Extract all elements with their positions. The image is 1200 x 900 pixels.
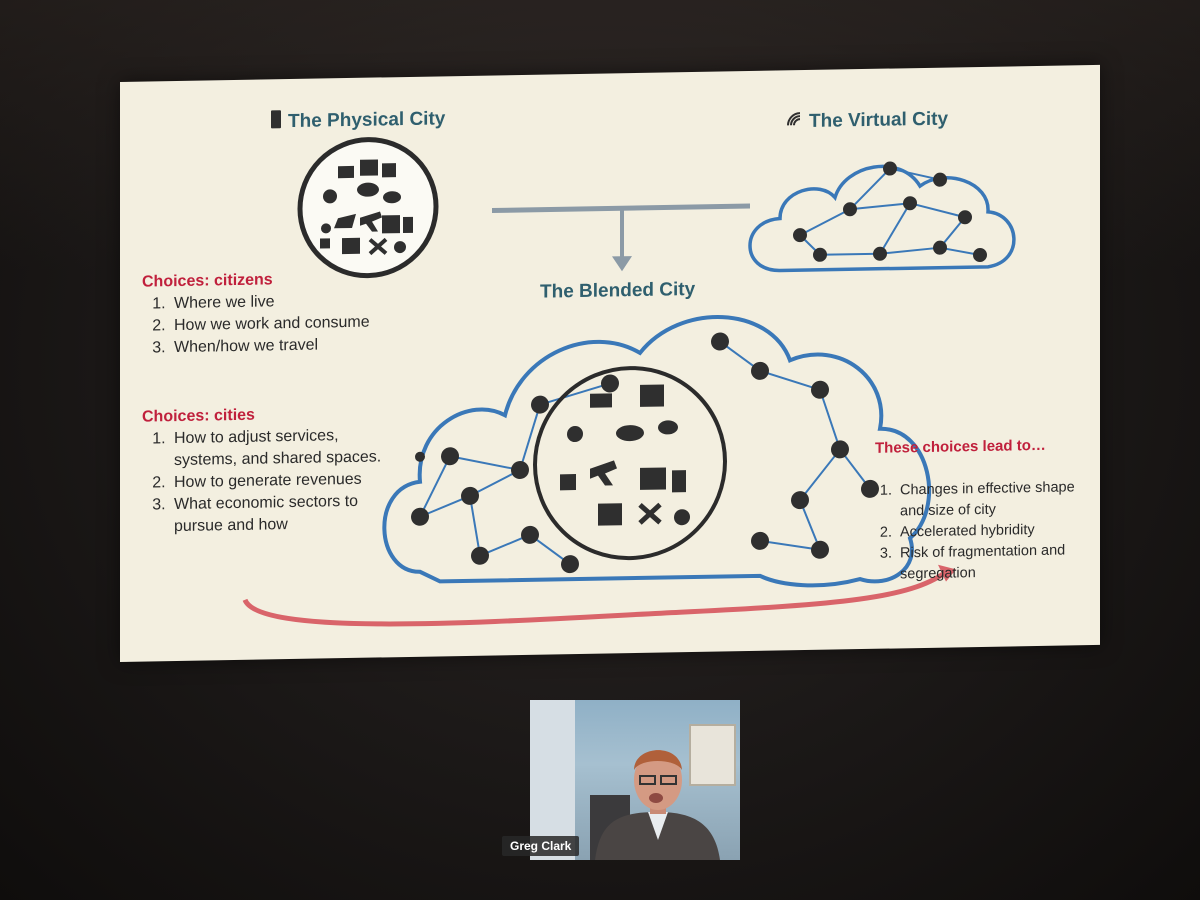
presentation-slide: The Physical City The Virtual City The B… bbox=[120, 64, 1100, 662]
choices-cities-heading: Choices: cities bbox=[142, 406, 255, 426]
blended-city-title: The Blended City bbox=[540, 278, 696, 303]
participant-video bbox=[530, 700, 736, 860]
physical-city-title: The Physical City bbox=[270, 106, 445, 135]
blended-city-cloud bbox=[382, 315, 932, 588]
lead-heading: These choices lead to… bbox=[875, 436, 1046, 457]
cities-list: How to adjust services, systems, and sha… bbox=[140, 424, 395, 538]
choices-citizens-heading: Choices: citizens bbox=[142, 271, 273, 291]
virtual-city-title: The Virtual City bbox=[785, 108, 948, 135]
list-item: Changes in effective shape and size of c… bbox=[896, 477, 1100, 523]
red-arrow-head bbox=[938, 564, 956, 582]
list-item: Risk of fragmentation and segregation bbox=[896, 540, 1100, 586]
participant-video-tile[interactable] bbox=[530, 700, 740, 860]
connector-arrowhead bbox=[612, 256, 632, 272]
red-flow-arrow bbox=[242, 570, 947, 627]
slide-diagram bbox=[242, 137, 1016, 627]
citizens-list: Where we live How we work and consume Wh… bbox=[140, 289, 380, 359]
physical-city-circle bbox=[297, 137, 439, 279]
list-item: How to generate revenues bbox=[170, 468, 395, 494]
participant-name-label: Greg Clark bbox=[502, 836, 580, 856]
list-item: How we work and consume bbox=[170, 311, 380, 337]
lead-list: Changes in effective shape and size of c… bbox=[872, 477, 1100, 586]
building-icon bbox=[270, 109, 282, 135]
list-item: What economic sectors to pursue and how bbox=[170, 490, 395, 538]
wifi-icon bbox=[785, 110, 803, 134]
virtual-city-cloud bbox=[748, 161, 1016, 273]
list-item: How to adjust services, systems, and sha… bbox=[170, 424, 395, 472]
list-item: When/how we travel bbox=[170, 333, 380, 359]
